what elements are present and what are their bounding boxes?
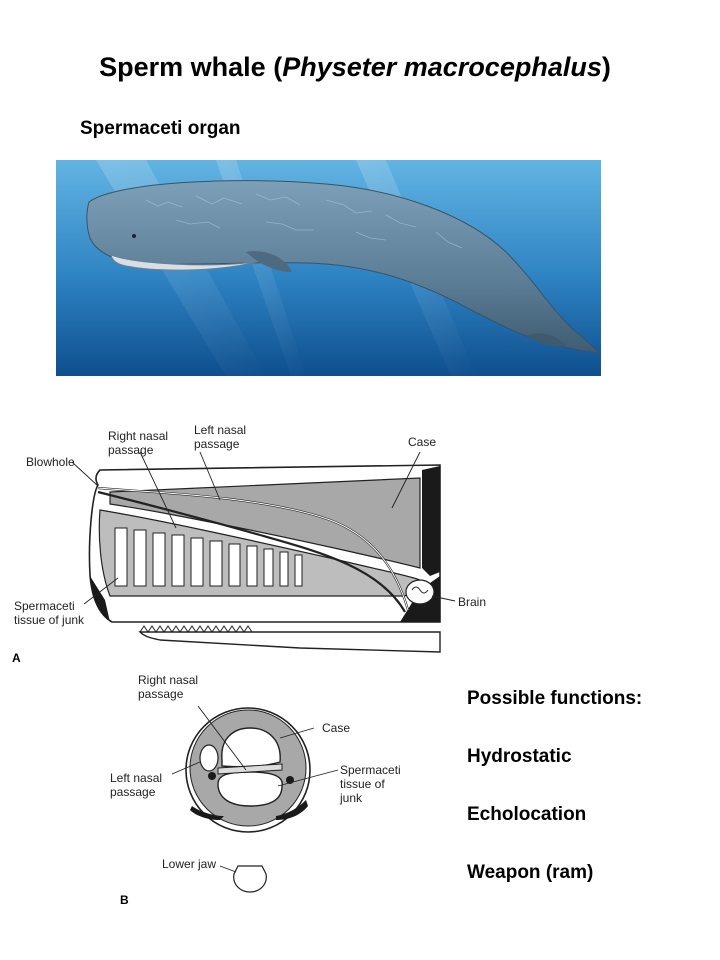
section-subtitle: Spermaceti organ (80, 118, 241, 139)
page-title: Sperm whale (Physeter macrocephalus) (0, 52, 710, 83)
whale-flipper (246, 251, 292, 272)
junk-compartments (114, 527, 303, 587)
title-suffix: ) (601, 52, 611, 82)
label-b-junk-1: Spermaceti (340, 763, 401, 777)
diagram-a-lateral-section: Blowhole Right nasal passage Left nasal … (12, 423, 486, 665)
label-b-right-nasal-1: Right nasal (138, 673, 198, 687)
panel-label-b: B (120, 893, 129, 907)
label-blowhole: Blowhole (26, 455, 75, 469)
label-junk-1: Spermaceti (14, 599, 75, 613)
functions-heading: Possible functions: (467, 688, 643, 709)
whale-illustration (56, 160, 601, 376)
teeth (139, 625, 253, 633)
whale-fluke (526, 333, 566, 347)
label-b-case: Case (322, 721, 350, 735)
label-junk-2: tissue of junk (14, 613, 85, 627)
label-b-junk-3: junk (339, 791, 363, 805)
label-right-nasal-1: Right nasal (108, 429, 168, 443)
label-b-left-nasal-2: passage (110, 785, 156, 799)
label-b-left-nasal-1: Left nasal (110, 771, 162, 785)
label-b-junk-2: tissue of (340, 777, 385, 791)
function-item: Weapon (ram) (467, 862, 594, 883)
leader-lines (71, 451, 456, 605)
label-b-right-nasal-2: passage (138, 687, 184, 701)
label-b-lower-jaw: Lower jaw (162, 857, 216, 871)
left-nasal-inner (97, 487, 409, 611)
title-prefix: Sperm whale ( (99, 52, 283, 82)
possible-functions: Possible functions: Hydrostatic Echoloca… (467, 688, 642, 920)
diagram-b-cross-section: Right nasal passage Case Left nasal pass… (110, 673, 401, 907)
brain-shape (405, 579, 435, 605)
skull-wall (422, 466, 440, 576)
case-tissue (109, 477, 421, 569)
right-nasal-band (217, 763, 283, 775)
whale-jaw (110, 254, 257, 271)
junk-region (217, 771, 283, 807)
label-case: Case (408, 435, 436, 449)
whale-eye (132, 234, 136, 238)
leader-lines-b (171, 705, 339, 873)
skull-dark-region (90, 576, 440, 622)
left-nasal-oval (199, 744, 219, 772)
lower-jaw-section (233, 865, 267, 893)
function-item: Echolocation (467, 804, 587, 825)
brain-folds (411, 586, 429, 594)
label-left-nasal-1: Left nasal (194, 423, 246, 437)
title-species: Physeter macrocephalus (282, 52, 602, 82)
lower-jaw (138, 631, 441, 653)
label-brain: Brain (458, 595, 486, 609)
function-item: Hydrostatic (467, 746, 572, 767)
panel-label-a: A (12, 651, 21, 665)
whale-skin-pattern (145, 193, 463, 249)
label-right-nasal-2: passage (108, 443, 154, 457)
label-left-nasal-2: passage (194, 437, 240, 451)
right-nasal-passage (97, 490, 406, 613)
